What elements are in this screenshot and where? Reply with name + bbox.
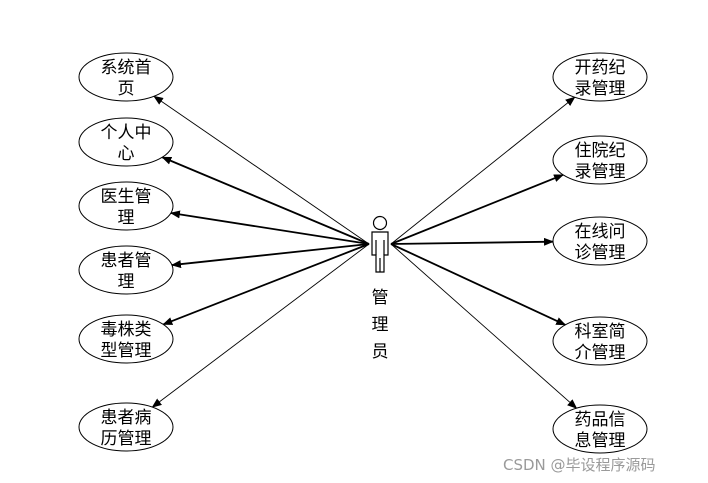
- use-case-left-5: 毒株类型管理: [78, 314, 174, 364]
- use-case-ellipse: [78, 245, 174, 295]
- use-case-right-1: 开药纪录管理: [552, 52, 648, 102]
- use-case-label: 在线问诊管理: [575, 222, 626, 263]
- use-case-label: 开药纪录管理: [575, 58, 626, 99]
- use-case-label: 药品信息管理: [575, 410, 626, 451]
- association-arrow-right-2: [390, 174, 564, 245]
- association-arrow-left-1: [153, 95, 370, 245]
- use-case-ellipse: [78, 402, 174, 452]
- actor-figure-icon: [371, 215, 389, 273]
- association-arrow-left-5: [162, 243, 370, 326]
- use-case-ellipse: [552, 404, 648, 454]
- association-arrow-right-1: [390, 96, 576, 245]
- actor-label-line-3: 员: [372, 342, 389, 362]
- association-arrow-left-2: [161, 156, 370, 245]
- association-arrow-left-3: [169, 210, 370, 245]
- use-case-ellipse: [552, 316, 648, 366]
- use-case-ellipse: [552, 52, 648, 102]
- use-case-left-1: 系统首页: [78, 52, 174, 102]
- use-case-ellipse: [552, 216, 648, 266]
- use-case-ellipse: [78, 117, 174, 167]
- use-case-label: 科室简介管理: [575, 322, 626, 363]
- actor: 管 理 员: [371, 215, 389, 362]
- association-arrow-left-4: [171, 243, 370, 269]
- association-arrow-right-5: [390, 243, 578, 409]
- use-case-right-3: 在线问诊管理: [552, 216, 648, 266]
- use-case-ellipse: [78, 181, 174, 231]
- association-edges: [151, 95, 578, 409]
- use-case-label: 系统首页: [101, 58, 152, 99]
- actor-label-line-1: 管: [372, 288, 389, 308]
- use-case-label: 医生管理: [101, 187, 152, 228]
- use-case-label: 毒株类型管理: [101, 320, 152, 361]
- use-case-ellipse: [78, 314, 174, 364]
- actor-label-line-2: 理: [372, 315, 389, 335]
- use-case-left-4: 患者管理: [78, 245, 174, 295]
- use-case-left-3: 医生管理: [78, 181, 174, 231]
- use-case-right-4: 科室简介管理: [552, 316, 648, 366]
- use-case-left-2: 个人中心: [78, 117, 174, 167]
- use-case-label: 住院纪录管理: [575, 141, 626, 182]
- use-case-label: 个人中心: [101, 123, 152, 164]
- use-case-ellipse: [552, 135, 648, 185]
- use-case-label: 患者病历管理: [101, 408, 152, 449]
- association-arrow-left-6: [151, 243, 370, 408]
- use-case-ellipse: [78, 52, 174, 102]
- use-case-right-5: 药品信息管理: [552, 404, 648, 454]
- use-case-right-2: 住院纪录管理: [552, 135, 648, 185]
- association-arrow-right-3: [390, 237, 555, 246]
- association-arrow-right-4: [390, 243, 567, 326]
- watermark: CSDN @毕设程序源码: [503, 456, 656, 474]
- use-case-left-6: 患者病历管理: [78, 402, 174, 452]
- use-case-label: 患者管理: [101, 251, 152, 292]
